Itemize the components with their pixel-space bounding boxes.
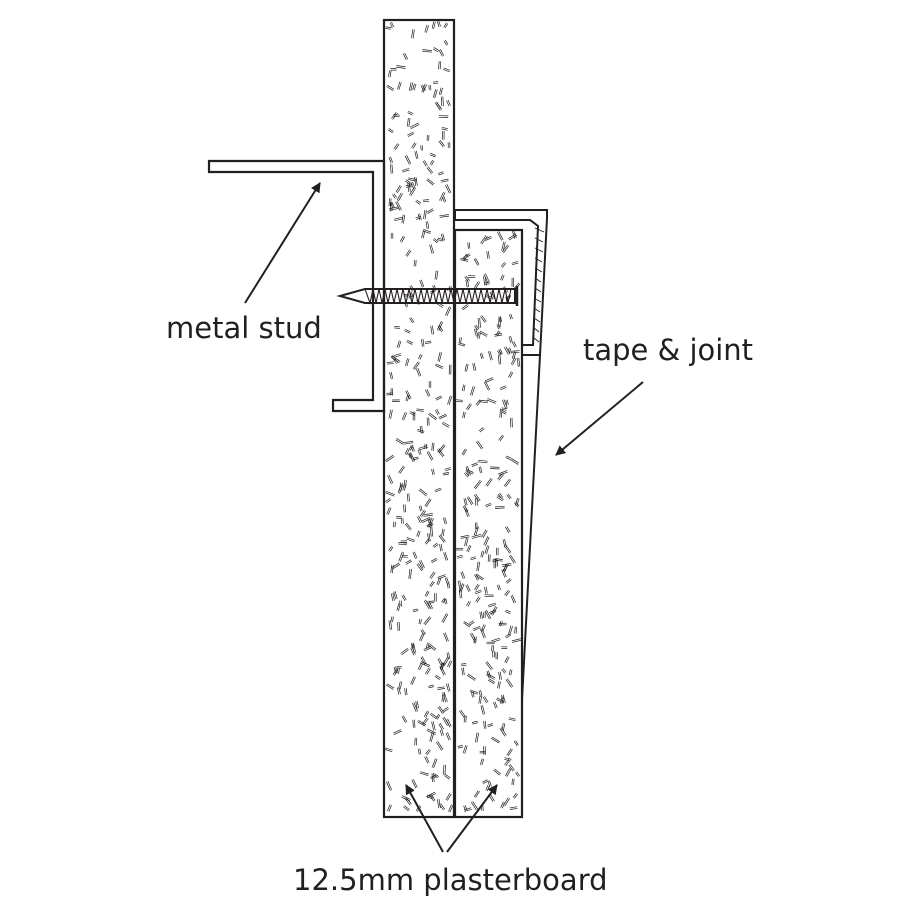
trim-hatching xyxy=(533,227,545,343)
plasterboard-layer-outer xyxy=(382,18,456,819)
metal-stud xyxy=(207,159,386,413)
label-metal-stud: metal stud xyxy=(166,311,322,345)
arrow-plasterboard-inner xyxy=(446,784,498,853)
tape-and-joint-skim xyxy=(521,354,541,701)
screw-thread xyxy=(364,288,512,306)
arrow-plasterboard-outer xyxy=(405,784,444,853)
arrow-tape-joint xyxy=(555,381,644,456)
label-tape-joint: tape & joint xyxy=(583,333,753,367)
plasterboard-texture xyxy=(384,20,454,813)
plasterboard-layer-inner xyxy=(453,228,524,819)
screw-icon xyxy=(336,286,519,306)
arrow-metal-stud xyxy=(244,182,321,304)
metal-edge-trim xyxy=(454,209,548,356)
leader-arrows xyxy=(244,182,644,853)
plasterboard-texture xyxy=(455,230,522,812)
label-plasterboard: 12.5mm plasterboard xyxy=(293,863,608,897)
